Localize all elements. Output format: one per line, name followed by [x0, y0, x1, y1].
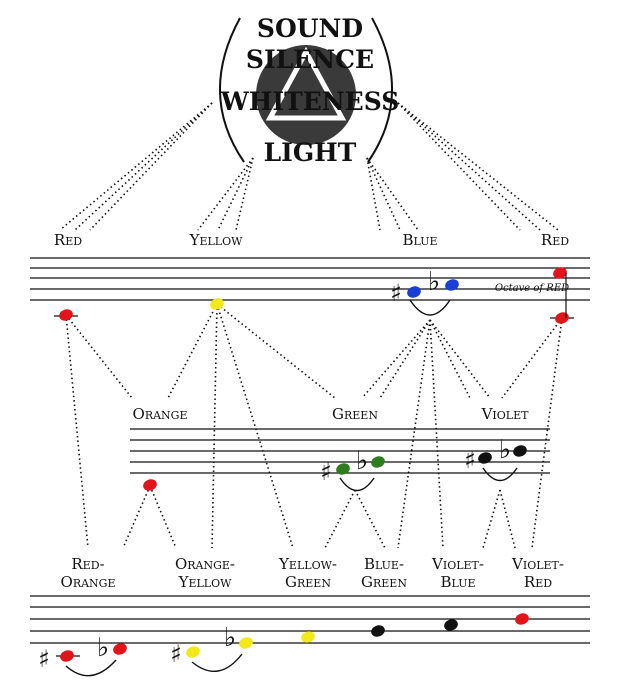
right-bracket-arc	[367, 17, 394, 163]
sharp-symbol: ♯	[464, 446, 476, 474]
flat-symbol: ♭	[224, 623, 236, 653]
white-triangle-emblem	[265, 46, 347, 121]
label-red-right: Red	[541, 231, 569, 249]
label-orange-yellow-1: Orange-	[175, 555, 235, 573]
note-blue-green	[371, 625, 385, 637]
note-red-octave-bottom	[555, 312, 569, 324]
flat-symbol: ♭	[428, 267, 440, 297]
note-violet-blue	[444, 619, 458, 631]
note-violet-flat	[513, 445, 527, 457]
note-violet-sharp	[478, 452, 492, 464]
word-whiteness: WHITENESS	[220, 87, 400, 116]
label-violet-blue-2: Blue	[440, 573, 475, 591]
note-red-flat	[113, 643, 127, 655]
note-green-sharp	[336, 463, 350, 475]
note-blue-flat	[445, 279, 459, 291]
label-violet-red-2: Red	[524, 573, 552, 591]
note-red-octave-top	[553, 267, 567, 279]
staff-1-notes: ♯ ♭ Octave of RED	[54, 267, 574, 324]
note-yellow-flat	[239, 637, 253, 649]
sharp-symbol: ♯	[390, 279, 402, 307]
tie-arc	[409, 299, 451, 316]
tie-arc	[65, 659, 117, 677]
left-bracket-arc	[218, 17, 245, 163]
label-orange: Orange	[133, 405, 188, 423]
staff-1	[30, 257, 590, 301]
row1-labels: Red Yellow Blue Red	[54, 231, 569, 249]
staff-2	[130, 428, 550, 474]
sharp-symbol: ♯	[320, 458, 332, 486]
note-yellow-sharp	[186, 646, 200, 658]
sharp-symbol: ♯	[38, 645, 50, 673]
header-emblem: SOUND SILENCE WHITENESS LIGHT	[218, 14, 400, 167]
label-violet-red-1: Violet-	[511, 555, 564, 573]
note-yellow	[210, 298, 224, 310]
label-violet: Violet	[481, 405, 530, 423]
label-blue: Blue	[402, 231, 437, 249]
note-red	[59, 309, 73, 321]
label-green: Green	[332, 405, 378, 423]
octave-annotation: Octave of RED	[495, 283, 569, 294]
tie-arc	[482, 467, 518, 482]
word-silence: SILENCE	[246, 45, 374, 74]
label-yellow-green-1: Yellow-	[278, 555, 337, 573]
word-light: LIGHT	[264, 138, 357, 167]
dotted-connectors	[59, 102, 563, 549]
tie-arc	[191, 653, 243, 672]
flat-symbol: ♭	[97, 633, 109, 663]
label-blue-green-2: Green	[361, 573, 407, 591]
label-orange-yellow-2: Yellow	[178, 573, 233, 591]
label-blue-green-1: Blue-	[364, 555, 404, 573]
label-red-orange-1: Red-	[71, 555, 104, 573]
label-red-orange-2: Orange	[61, 573, 116, 591]
tie-arc	[339, 477, 375, 492]
staff-3	[30, 595, 590, 644]
note-orange	[143, 479, 157, 491]
note-red-sharp	[60, 650, 74, 662]
word-sound: SOUND	[257, 14, 363, 43]
row3-labels: Red- Orange Orange- Yellow Yellow- Green…	[61, 555, 564, 591]
flat-symbol: ♭	[356, 446, 368, 476]
flat-symbol: ♭	[499, 435, 511, 465]
label-yellow-green-2: Green	[285, 573, 331, 591]
note-blue-sharp	[407, 286, 421, 298]
label-violet-blue-1: Violet-	[431, 555, 484, 573]
row2-labels: Orange Green Violet	[133, 405, 530, 423]
sharp-symbol: ♯	[170, 640, 182, 668]
staff-3-notes: ♯ ♭ ♯ ♭	[38, 613, 529, 677]
note-yellow-green	[301, 631, 315, 643]
label-red-left: Red	[54, 231, 82, 249]
note-violet-red	[515, 613, 529, 625]
note-green-flat	[371, 456, 385, 468]
label-yellow: Yellow	[189, 231, 244, 249]
staff-2-notes: ♯ ♭ ♯ ♭	[143, 435, 527, 492]
